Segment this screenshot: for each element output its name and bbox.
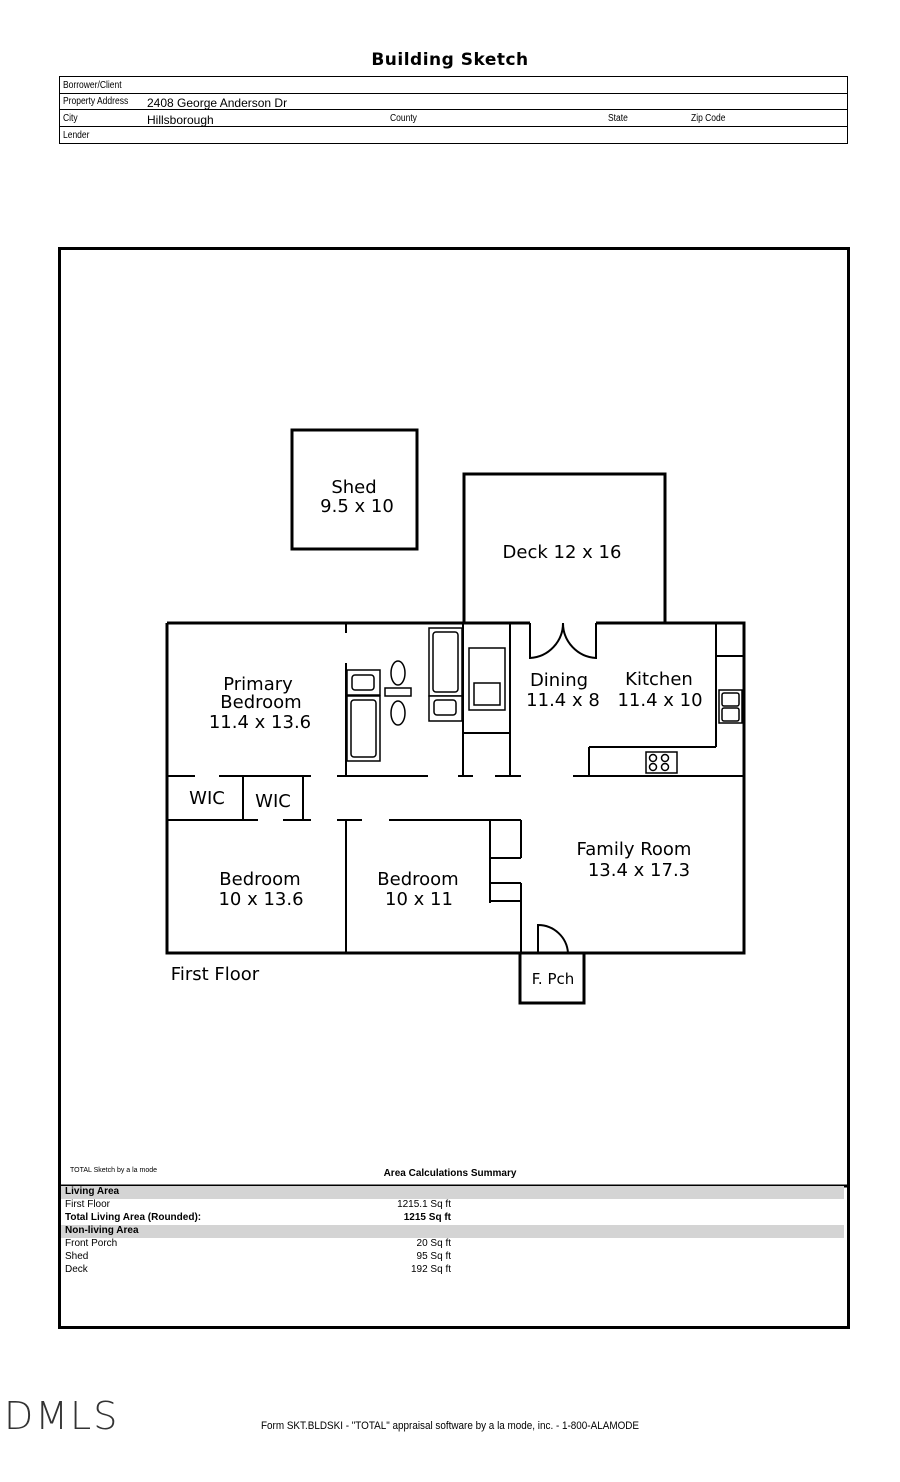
stove-burner bbox=[648, 762, 658, 772]
table-row: Total Living Area (Rounded): 1215 Sq ft bbox=[61, 1212, 844, 1225]
deck-door-left-swing bbox=[529, 622, 565, 660]
primary-bedroom-label-2: Bedroom bbox=[220, 692, 301, 713]
porch-outline bbox=[518, 953, 586, 1005]
total-living-label: Total Living Area (Rounded): bbox=[65, 1212, 202, 1223]
lender-row: Lender bbox=[60, 127, 847, 143]
deck-label: Deck 12 x 16 bbox=[503, 542, 622, 563]
deck-row-label: Deck bbox=[65, 1264, 88, 1275]
deck-outline bbox=[462, 472, 667, 623]
floor-plan-drawing: Shed 9.5 x 10 Deck 12 x 16 Primary Bedro… bbox=[61, 428, 847, 1188]
living-area-header-label: Living Area bbox=[65, 1186, 120, 1197]
house-left-bottom-wall bbox=[165, 623, 520, 955]
bathtub-basin bbox=[350, 699, 377, 758]
washer-dryer-door bbox=[473, 682, 501, 706]
address-label: Property Address bbox=[63, 96, 129, 107]
dmls-logo: DMLS bbox=[4, 1394, 120, 1438]
total-living-value: 1215 Sq ft bbox=[403, 1212, 451, 1223]
state-label: State bbox=[608, 113, 628, 124]
city-value: Hillsborough bbox=[147, 113, 214, 127]
table-row: First Floor 1215.1 Sq ft bbox=[61, 1199, 844, 1212]
county-label: County bbox=[390, 113, 417, 124]
shed-dims: 9.5 x 10 bbox=[320, 496, 394, 517]
deck-row-value: 192 Sq ft bbox=[410, 1264, 451, 1275]
porch-row-value: 20 Sq ft bbox=[416, 1238, 451, 1249]
shed-outline bbox=[290, 428, 419, 551]
dining-dims: 11.4 x 8 bbox=[526, 690, 600, 711]
table-row: Shed 95 Sq ft bbox=[61, 1251, 844, 1264]
family-room-dims: 13.4 x 17.3 bbox=[588, 860, 690, 881]
front-porch-label: F. Pch bbox=[532, 970, 575, 988]
bedroom-1-dims: 10 x 13.6 bbox=[218, 889, 303, 910]
living-area-header: Living Area bbox=[61, 1186, 844, 1199]
stove-burner bbox=[660, 762, 670, 772]
area-summary-table: Living Area First Floor 1215.1 Sq ft Tot… bbox=[61, 1183, 844, 1277]
toilet-fixture bbox=[390, 700, 406, 726]
dining-label: Dining bbox=[530, 670, 588, 691]
stove-burner bbox=[648, 753, 658, 763]
nonliving-area-header-label: Non-living Area bbox=[65, 1225, 139, 1236]
table-row: Deck 192 Sq ft bbox=[61, 1264, 844, 1277]
porch-row-label: Front Porch bbox=[65, 1238, 118, 1249]
borrower-label: Borrower/Client bbox=[63, 80, 122, 91]
city-row: City Hillsborough County State Zip Code bbox=[60, 110, 847, 127]
borrower-row: Borrower/Client bbox=[60, 77, 847, 94]
shed-row-label: Shed bbox=[65, 1251, 89, 1262]
toilet-tank bbox=[384, 687, 412, 697]
lender-label: Lender bbox=[63, 130, 90, 141]
kitchen-dims: 11.4 x 10 bbox=[617, 690, 702, 711]
page-title: Building Sketch bbox=[371, 50, 529, 70]
toilet-fixture bbox=[390, 660, 406, 686]
primary-bedroom-label-1: Primary bbox=[223, 674, 293, 695]
family-room-label: Family Room bbox=[577, 839, 692, 860]
zip-label: Zip Code bbox=[691, 113, 726, 124]
table-row: Front Porch 20 Sq ft bbox=[61, 1238, 844, 1251]
front-door-swing bbox=[537, 923, 569, 954]
first-floor-row-value: 1215.1 Sq ft bbox=[397, 1199, 451, 1210]
form-footer: Form SKT.BLDSKI - "TOTAL" appraisal soft… bbox=[260, 1420, 640, 1432]
city-label: City bbox=[63, 113, 78, 124]
house-right-bottom-wall bbox=[521, 621, 746, 955]
sink-basin bbox=[351, 674, 375, 691]
address-value: 2408 George Anderson Dr bbox=[147, 96, 288, 110]
bedroom-2-label: Bedroom bbox=[377, 869, 458, 890]
first-floor-label: First Floor bbox=[171, 964, 260, 985]
kitchen-sink-basin bbox=[721, 707, 740, 722]
kitchen-sink-basin bbox=[721, 692, 740, 707]
bathtub-basin bbox=[432, 631, 459, 693]
shed-label: Shed bbox=[331, 477, 376, 498]
shed-row-value: 95 Sq ft bbox=[416, 1251, 451, 1262]
primary-bedroom-dims: 11.4 x 13.6 bbox=[209, 712, 311, 733]
bedroom-2-dims: 10 x 11 bbox=[385, 889, 453, 910]
bedroom-1-label: Bedroom bbox=[219, 869, 300, 890]
stove-burner bbox=[660, 753, 670, 763]
sketch-credit: TOTAL Sketch by a la mode bbox=[70, 1167, 158, 1174]
first-floor-row-label: First Floor bbox=[65, 1199, 110, 1210]
wic-label-2: WIC bbox=[255, 791, 291, 812]
property-info-box: Borrower/Client Property Address 2408 Ge… bbox=[59, 76, 848, 144]
summary-title: Area Calculations Summary bbox=[383, 1168, 517, 1179]
kitchen-label: Kitchen bbox=[625, 669, 693, 690]
wic-label-1: WIC bbox=[189, 788, 225, 809]
nonliving-area-header: Non-living Area bbox=[61, 1225, 844, 1238]
sketch-frame: Shed 9.5 x 10 Deck 12 x 16 Primary Bedro… bbox=[58, 247, 850, 1329]
sink-basin bbox=[433, 699, 457, 716]
address-row: Property Address 2408 George Anderson Dr bbox=[60, 93, 847, 110]
deck-door-right-swing bbox=[561, 622, 597, 660]
